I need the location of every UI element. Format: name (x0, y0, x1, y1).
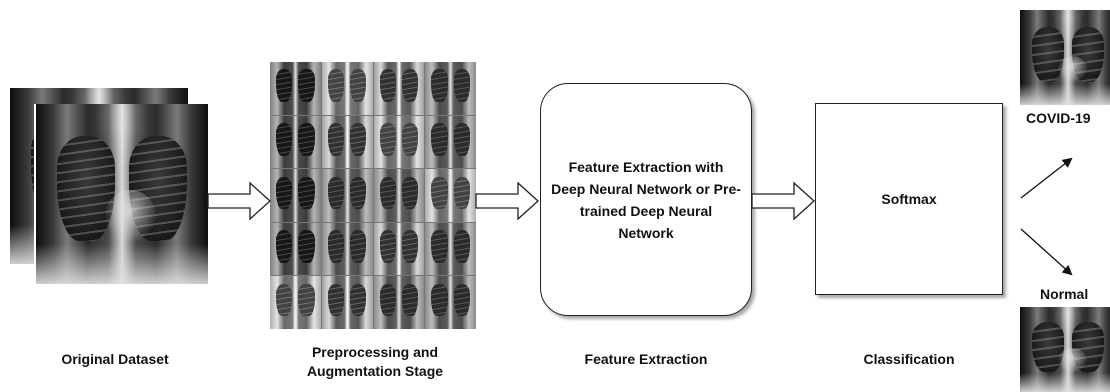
augmented-xray (425, 276, 476, 329)
augmented-xray (373, 115, 425, 169)
softmax-box: Softmax (815, 103, 1003, 295)
augmented-xray (270, 115, 321, 169)
augmented-xray (425, 222, 476, 276)
original-xray-front (36, 104, 208, 284)
stage-label-preprocessing: Preprocessing and Augmentation Stage (306, 344, 444, 379)
normal-xray (1020, 307, 1110, 392)
augmented-xray (321, 276, 373, 329)
feature-extraction-box-text: Feature Extraction with Deep Neural Netw… (551, 158, 741, 241)
augmentation-image-grid (270, 62, 476, 329)
augmented-xray (270, 276, 321, 329)
augmented-xray (425, 115, 476, 169)
augmented-xray (270, 222, 321, 276)
augmented-xray (321, 115, 373, 169)
augmented-xray (321, 169, 373, 222)
augmented-xray (373, 62, 425, 115)
normal-label: Normal (1040, 286, 1089, 302)
augmented-xray (425, 169, 476, 222)
augmented-xray (373, 169, 425, 222)
augmented-xray (270, 169, 321, 222)
stage-label-feature-extraction: Feature Extraction (584, 351, 708, 367)
augmented-xray (321, 62, 373, 115)
augmented-xray (321, 222, 373, 276)
augmented-xray (373, 222, 425, 276)
stage-label-classification: Classification (863, 351, 955, 367)
covid-label: COVID-19 (1026, 110, 1091, 126)
stage-label-original-dataset: Original Dataset (61, 351, 169, 367)
feature-extraction-box: Feature Extraction with Deep Neural Netw… (540, 83, 752, 316)
block-arrow-1 (207, 181, 271, 221)
block-arrow-2 (475, 181, 539, 221)
augmented-xray (373, 276, 425, 329)
softmax-box-text: Softmax (881, 191, 937, 207)
block-arrow-3 (751, 181, 815, 221)
augmented-xray (270, 62, 321, 115)
arrow-to-covid (1020, 157, 1073, 199)
arrow-to-normal (1020, 228, 1073, 276)
augmented-xray (425, 62, 476, 115)
covid-xray (1020, 10, 1110, 105)
